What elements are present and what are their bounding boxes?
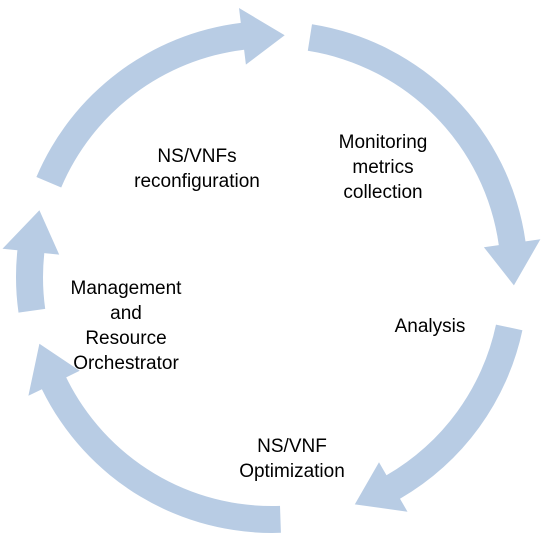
- step-monitoring-label: Monitoring metrics collection: [338, 132, 428, 203]
- arrow-analysis-to-optimization: [354, 324, 523, 512]
- step-optimization-label: NS/VNF Optimization: [239, 436, 345, 482]
- step-reconfiguration-label: NS/VNFs reconfiguration: [134, 146, 260, 192]
- arrow-monitoring-to-analysis: [307, 24, 541, 286]
- step-mano-label: Management and Resource Orchestrator: [70, 278, 182, 374]
- step-analysis-label: Analysis: [394, 316, 466, 337]
- arrow-optimization-to-mano: [28, 343, 281, 533]
- arrow-mano-to-reconfiguration: [2, 210, 60, 313]
- arrow-reconfiguration-to-monitoring: [36, 8, 285, 188]
